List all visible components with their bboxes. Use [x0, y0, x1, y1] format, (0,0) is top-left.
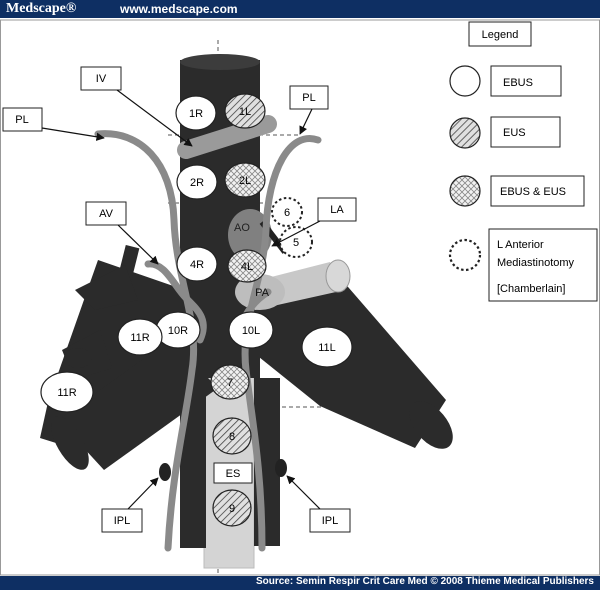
innominate-vein	[177, 115, 277, 159]
legend-item-eus: EUS	[449, 116, 561, 149]
svg-text:EUS: EUS	[503, 127, 526, 139]
svg-text:EBUS & EUS: EBUS & EUS	[500, 186, 566, 198]
svg-text:IPL: IPL	[114, 515, 131, 527]
svg-text:2L: 2L	[239, 175, 251, 187]
legend: Legend EBUS EUS EBUS & EUS L Anterior Me…	[448, 21, 598, 302]
legend-item-ebus: EBUS	[449, 65, 562, 97]
svg-text:10L: 10L	[242, 325, 260, 337]
legend-item-mediastinotomy: L Anterior Mediastinotomy [Chamberlain]	[448, 228, 598, 302]
svg-text:4R: 4R	[190, 259, 204, 271]
station-1l[interactable]: 1L	[224, 93, 266, 129]
callout-iv: IV	[80, 66, 193, 147]
svg-text:6: 6	[284, 207, 290, 219]
svg-text:2R: 2R	[190, 177, 204, 189]
left-bronchus	[240, 280, 453, 449]
mediastinal-lymph-node-diagram: 1R 1L 2R 2L 6 5 4R 4L 10R 10L 11R 11R 11…	[0, 19, 600, 576]
svg-text:EBUS: EBUS	[503, 77, 533, 89]
ipl-left-dot	[275, 459, 287, 477]
svg-text:LA: LA	[330, 204, 344, 216]
svg-text:[Chamberlain]: [Chamberlain]	[497, 283, 565, 295]
station-10l[interactable]: 10L	[228, 311, 274, 349]
svg-text:AV: AV	[99, 208, 114, 220]
svg-text:IV: IV	[96, 73, 107, 85]
station-5[interactable]: 5	[279, 226, 313, 258]
azygos-vein	[144, 260, 207, 344]
station-11l[interactable]: 11L	[301, 326, 353, 368]
legend-title: Legend	[468, 21, 532, 47]
station-2l[interactable]: 2L	[224, 162, 266, 198]
station-6[interactable]: 6	[271, 197, 303, 227]
svg-text:11R: 11R	[130, 332, 149, 344]
svg-text:10R: 10R	[168, 325, 188, 337]
legend-item-ebus-eus: EBUS & EUS	[449, 175, 585, 207]
callout-ipl-right: IPL	[286, 475, 351, 533]
svg-text:Legend: Legend	[482, 29, 519, 41]
pulmonary-artery	[235, 259, 351, 310]
ipl-right-dot	[159, 463, 171, 481]
svg-text:IPL: IPL	[322, 515, 339, 527]
svg-text:5: 5	[293, 237, 299, 249]
callout-ipl-left: IPL	[101, 477, 159, 533]
svg-text:8: 8	[229, 431, 235, 443]
medscape-logo: Medscape®	[6, 1, 77, 16]
callout-pl-left: PL	[2, 107, 105, 141]
station-8[interactable]: 8	[212, 417, 252, 455]
site-url[interactable]: www.medscape.com	[120, 2, 238, 16]
station-1r[interactable]: 1R	[175, 95, 217, 131]
callout-la: LA	[271, 197, 357, 247]
svg-text:7: 7	[227, 377, 233, 389]
station-4r[interactable]: 4R	[176, 246, 218, 282]
callout-av: AV	[85, 201, 159, 265]
pa-label: PA	[255, 287, 270, 299]
svg-text:PL: PL	[15, 114, 28, 126]
station-10r[interactable]: 10R	[155, 311, 201, 349]
header-bar: Medscape® www.medscape.com	[0, 0, 600, 18]
station-11r-lower[interactable]: 11R	[40, 371, 94, 413]
svg-text:1R: 1R	[189, 108, 203, 120]
source-credit: Source: Semin Respir Crit Care Med © 200…	[255, 576, 594, 587]
svg-text:ES: ES	[226, 468, 241, 480]
callout-pl-right: PL	[289, 85, 329, 135]
footer-bar: Source: Semin Respir Crit Care Med © 200…	[0, 576, 600, 590]
station-7[interactable]: 7	[210, 364, 250, 400]
svg-text:1L: 1L	[239, 106, 251, 118]
svg-text:11L: 11L	[318, 342, 336, 354]
station-11r-upper[interactable]: 11R	[117, 318, 163, 356]
es-label-box: ES	[213, 462, 253, 484]
svg-text:Mediastinotomy: Mediastinotomy	[497, 257, 575, 269]
svg-text:11R: 11R	[57, 387, 76, 399]
station-9[interactable]: 9	[212, 489, 252, 527]
svg-text:PL: PL	[302, 92, 315, 104]
station-2r[interactable]: 2R	[176, 164, 218, 200]
svg-text:L Anterior: L Anterior	[497, 239, 544, 251]
svg-text:9: 9	[229, 503, 235, 515]
svg-text:4L: 4L	[241, 261, 253, 273]
ao-label: AO	[234, 222, 250, 234]
station-4l[interactable]: 4L	[227, 249, 267, 283]
